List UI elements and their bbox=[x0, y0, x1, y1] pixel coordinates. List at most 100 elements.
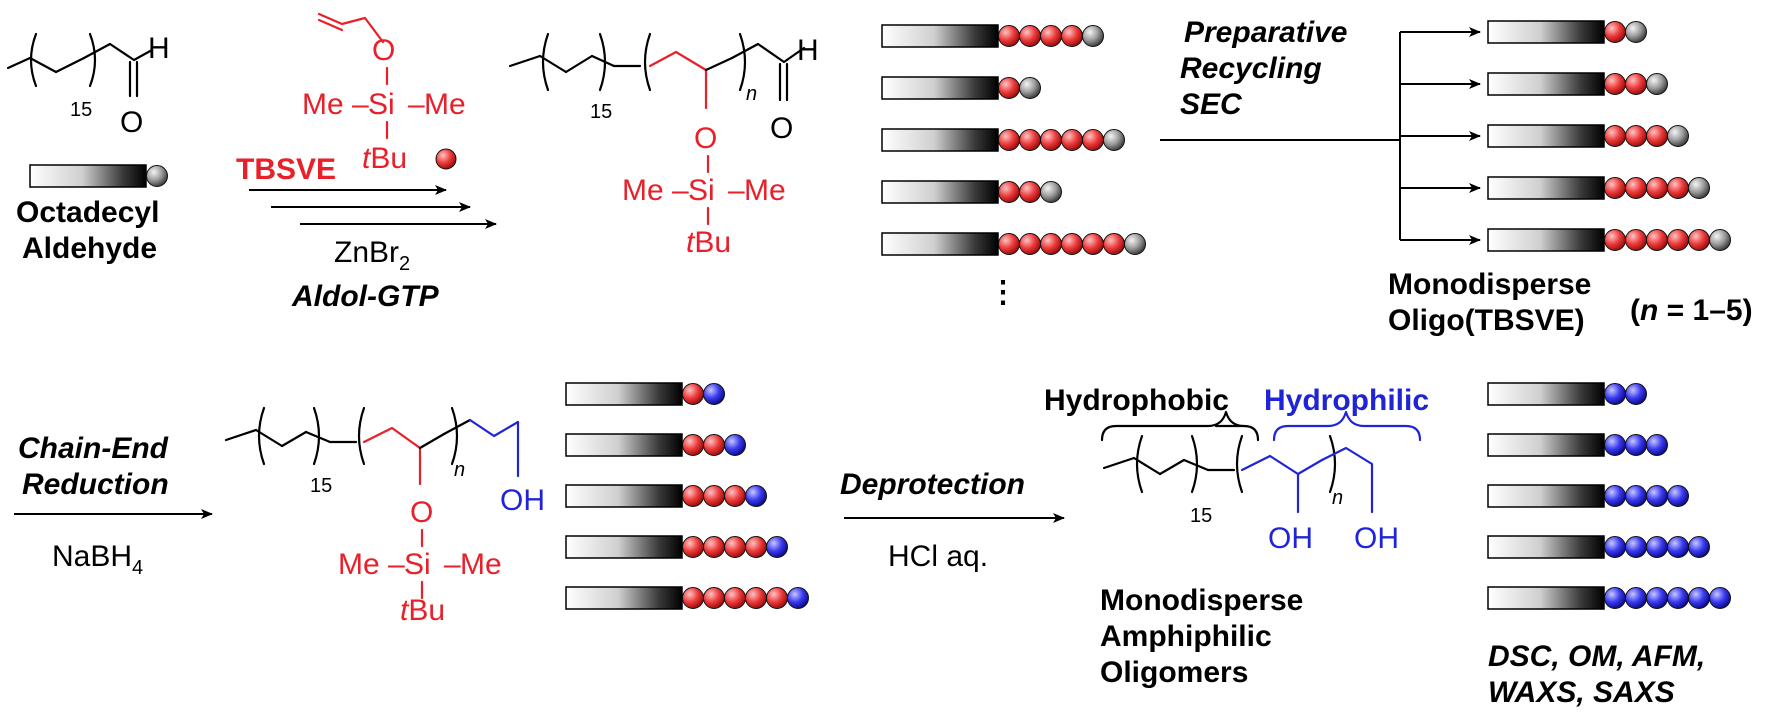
tbsve-dash-left: – bbox=[352, 88, 369, 121]
red-bead bbox=[682, 587, 704, 609]
red-bead bbox=[1103, 233, 1125, 255]
end-group-bead bbox=[1103, 129, 1125, 151]
product-h-atom: H bbox=[797, 34, 819, 67]
octadecyl-aldehyde-icon bbox=[29, 164, 168, 188]
alkyl-chain-bar bbox=[881, 232, 999, 256]
reduced-dash-left: – bbox=[388, 548, 405, 581]
reduced-me-left: Me bbox=[338, 548, 380, 581]
deprotected-oligomer-icon bbox=[1487, 433, 1668, 457]
aldol-mixture-icons bbox=[881, 24, 1146, 256]
reduced-product-structure: OH 15 n O Me – Si – Me tBu bbox=[224, 406, 545, 627]
blue-bead bbox=[1646, 434, 1668, 456]
deprotected-oligomer-icon bbox=[1487, 535, 1710, 559]
red-bead bbox=[998, 233, 1020, 255]
oligo-range-label: (n = 1–5) bbox=[1630, 294, 1753, 327]
analysis-line1: DSC, OM, AFM, bbox=[1488, 640, 1705, 673]
nabh4-subscript: 4 bbox=[132, 557, 143, 579]
aldol-gtp-arrows bbox=[249, 185, 497, 229]
alkyl-chain-bar bbox=[565, 433, 683, 457]
blue-bead bbox=[724, 434, 746, 456]
step1-method-label: Aldol-GTP bbox=[291, 280, 440, 313]
tbsve-dash-right: – bbox=[408, 88, 425, 121]
range-n: n bbox=[1640, 294, 1658, 327]
red-bead bbox=[1019, 129, 1041, 151]
mixture-oligomer-icon bbox=[881, 128, 1125, 152]
red-bead bbox=[1082, 233, 1104, 255]
blue-bead bbox=[703, 383, 725, 405]
alkyl-chain-bar bbox=[29, 164, 147, 188]
alkyl-chain-bar bbox=[1487, 124, 1605, 148]
aldehyde-o-atom: O bbox=[120, 106, 143, 139]
alkyl-chain-bar bbox=[1487, 433, 1605, 457]
red-bead bbox=[1625, 229, 1647, 251]
step1-reagent-label: TBSVE bbox=[236, 153, 336, 186]
reduced-n-subscript: n bbox=[454, 459, 465, 481]
amphiphile-line2: Amphiphilic bbox=[1100, 620, 1272, 653]
alkyl-chain-bar bbox=[881, 180, 999, 204]
blue-bead bbox=[1646, 587, 1668, 609]
red-bead bbox=[703, 485, 725, 507]
sec-label-line3: SEC bbox=[1180, 88, 1243, 121]
red-bead bbox=[1040, 25, 1062, 47]
blue-bead bbox=[1625, 434, 1647, 456]
blue-bead bbox=[1604, 536, 1626, 558]
zinc-bromide-main: ZnBr bbox=[334, 236, 399, 269]
end-group-bead bbox=[1688, 177, 1710, 199]
bar-bead-icon bbox=[29, 164, 168, 188]
red-bead bbox=[1625, 125, 1647, 147]
reduced-oligomer-icons bbox=[565, 382, 809, 610]
amphiphile-line3: Oligomers bbox=[1100, 656, 1248, 689]
red-bead bbox=[1646, 229, 1668, 251]
reduced-t-prefix: t bbox=[400, 594, 410, 627]
oligo-result-line1: Monodisperse bbox=[1388, 268, 1591, 301]
tbsve-red-bead bbox=[435, 148, 457, 170]
amphiphile-structure: OH OH 15 n bbox=[1102, 434, 1399, 555]
end-group-bead bbox=[1019, 77, 1041, 99]
reduced-si-atom: Si bbox=[404, 548, 431, 581]
blue-bead bbox=[1625, 536, 1647, 558]
reduced-oligomer-icon bbox=[565, 433, 746, 457]
alkyl-chain-bar bbox=[565, 382, 683, 406]
step3-reagent: HCl aq. bbox=[888, 540, 988, 573]
alkyl-chain-bar bbox=[1487, 20, 1605, 44]
alkyl-chain-bar bbox=[881, 128, 999, 152]
amphiphile-oh-side: OH bbox=[1268, 522, 1313, 555]
tbsve-structure: O Me – Si – Me tBu bbox=[302, 12, 466, 175]
hydrophobic-brace bbox=[1100, 410, 1246, 442]
sec-label-line1: Preparative bbox=[1184, 16, 1347, 49]
step2-label-line1: Chain-End bbox=[18, 432, 169, 465]
red-bead bbox=[1646, 125, 1668, 147]
alkyl-chain-bar bbox=[881, 24, 999, 48]
tbsve-o-atom: O bbox=[372, 34, 395, 67]
product-o-red: O bbox=[694, 122, 717, 155]
range-open-paren: ( bbox=[1630, 294, 1640, 327]
analysis-line2: WAXS, SAXS bbox=[1488, 676, 1675, 709]
sec-fractionation-arrows bbox=[1160, 27, 1481, 245]
start-name-line2: Aldehyde bbox=[22, 232, 157, 265]
red-bead bbox=[682, 434, 704, 456]
reduced-me-right: Me bbox=[460, 548, 502, 581]
sec-label-line2: Recycling bbox=[1180, 52, 1322, 85]
alkyl-chain-bar bbox=[1487, 176, 1605, 200]
amphiphile-line1: Monodisperse bbox=[1100, 584, 1303, 617]
tbsve-me-right: Me bbox=[424, 88, 466, 121]
red-bead bbox=[1019, 25, 1041, 47]
blue-bead bbox=[1604, 434, 1626, 456]
mixture-oligomer-icon bbox=[881, 232, 1146, 256]
tbsve-bu-suffix: Bu bbox=[370, 142, 407, 175]
separated-oligomer-icon bbox=[1487, 72, 1668, 96]
deprotected-oligomer-icon bbox=[1487, 484, 1689, 508]
red-bead bbox=[745, 536, 767, 558]
blue-bead bbox=[1667, 536, 1689, 558]
red-bead bbox=[1646, 177, 1668, 199]
blue-bead bbox=[1646, 536, 1668, 558]
red-bead bbox=[998, 181, 1020, 203]
amphiphile-oh-end: OH bbox=[1354, 522, 1399, 555]
octadecyl-aldehyde-structure: H O 15 bbox=[6, 32, 170, 139]
blue-bead bbox=[1709, 587, 1731, 609]
separated-oligomer-icon bbox=[1487, 124, 1689, 148]
reduced-dash-right: – bbox=[444, 548, 461, 581]
red-bead bbox=[1082, 129, 1104, 151]
tbsve-tbu-group: tBu bbox=[362, 142, 407, 175]
